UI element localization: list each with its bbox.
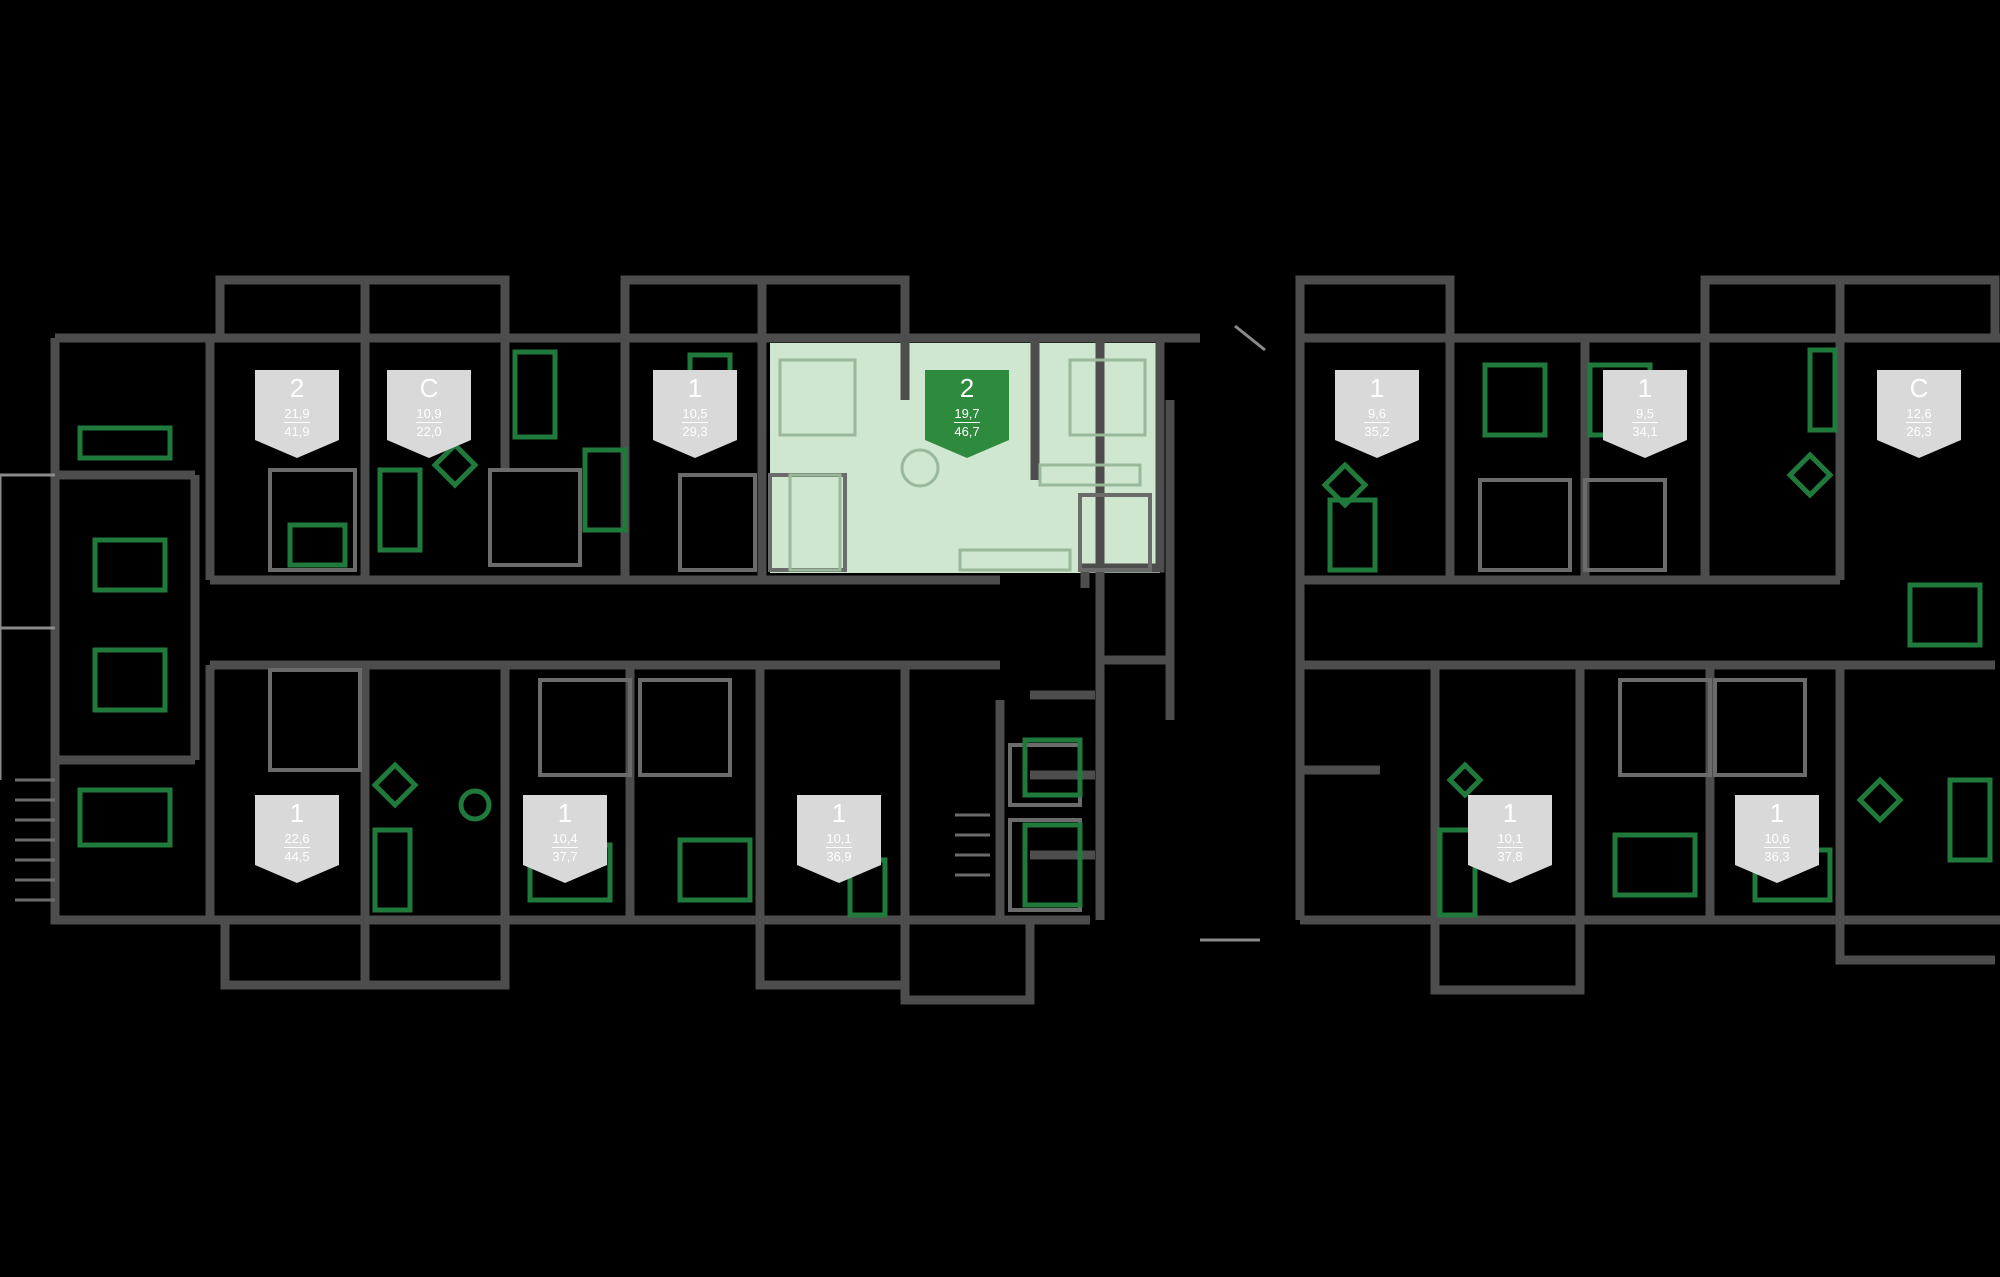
total-area: 44,5 [284,849,310,864]
total-area: 22,0 [416,424,442,439]
room-count: 1 [289,798,305,828]
selected-apartment-furniture [778,358,1147,572]
badge-shape-icon [1603,370,1687,458]
living-area: 10,4 [552,831,578,846]
stairs-icon [15,778,990,902]
living-area: 22,6 [284,831,310,846]
total-area: 37,7 [552,849,578,864]
badge-shape-icon [255,795,339,883]
area-separator [1632,422,1658,423]
room-count: 1 [1502,798,1518,828]
window-marks [0,324,1266,942]
apartment-badge[interactable]: С 10,9 22,0 [387,370,471,458]
area-separator [552,847,578,848]
total-area: 46,7 [954,424,980,439]
room-count: 1 [557,798,573,828]
area-separator [284,422,310,423]
total-area: 36,3 [1764,849,1790,864]
badge-shape-icon [523,795,607,883]
apartment-badge[interactable]: 1 10,6 36,3 [1735,795,1819,883]
area-separator [682,422,708,423]
living-area: 19,7 [954,406,980,421]
badge-shape-icon [387,370,471,458]
area-separator [284,847,310,848]
room-count: С [419,373,439,403]
apartment-badge[interactable]: 1 22,6 44,5 [255,795,339,883]
room-count: 2 [289,373,305,403]
apartment-badge[interactable]: 2 21,9 41,9 [255,370,339,458]
badge-shape-icon [1335,370,1419,458]
interior-walls [268,468,1807,912]
area-separator [1906,422,1932,423]
living-area: 10,9 [416,406,442,421]
total-area: 35,2 [1364,424,1390,439]
room-count: 1 [1369,373,1385,403]
badge-shape-icon [797,795,881,883]
living-area: 10,5 [682,406,708,421]
apartment-badge[interactable]: 1 10,1 37,8 [1468,795,1552,883]
apartment-badge[interactable]: 1 9,6 35,2 [1335,370,1419,458]
badge-shape-icon [1468,795,1552,883]
apartment-badge[interactable]: 1 10,1 36,9 [797,795,881,883]
area-separator [1364,422,1390,423]
living-area: 9,5 [1635,406,1655,421]
badge-shape-icon [1735,795,1819,883]
badge-shape-icon [255,370,339,458]
badge-shape-icon [1877,370,1961,458]
living-area: 10,6 [1764,831,1790,846]
area-separator [416,422,442,423]
total-area: 34,1 [1632,424,1658,439]
apartment-badge[interactable]: С 12,6 26,3 [1877,370,1961,458]
room-count: 1 [831,798,847,828]
living-area: 12,6 [1906,406,1932,421]
total-area: 26,3 [1906,424,1932,439]
room-count: 2 [959,373,975,403]
apartment-badge[interactable]: 1 9,5 34,1 [1603,370,1687,458]
area-separator [954,422,980,423]
room-count: 1 [1769,798,1785,828]
badge-shape-icon [925,370,1009,458]
living-area: 21,9 [284,406,310,421]
apartment-badge[interactable]: 1 10,5 29,3 [653,370,737,458]
area-separator [826,847,852,848]
room-count: С [1909,373,1929,403]
living-area: 9,6 [1367,406,1387,421]
total-area: 29,3 [682,424,708,439]
room-count: 1 [687,373,703,403]
building-walls [50,275,2000,1005]
room-count: 1 [1637,373,1653,403]
total-area: 41,9 [284,424,310,439]
area-separator [1764,847,1790,848]
living-area: 10,1 [826,831,852,846]
area-separator [1497,847,1523,848]
living-area: 10,1 [1497,831,1523,846]
total-area: 37,8 [1497,849,1523,864]
apartment-badge[interactable]: 1 10,4 37,7 [523,795,607,883]
apartment-badge-selected[interactable]: 2 19,7 46,7 [925,370,1009,458]
badge-shape-icon [653,370,737,458]
total-area: 36,9 [826,849,852,864]
